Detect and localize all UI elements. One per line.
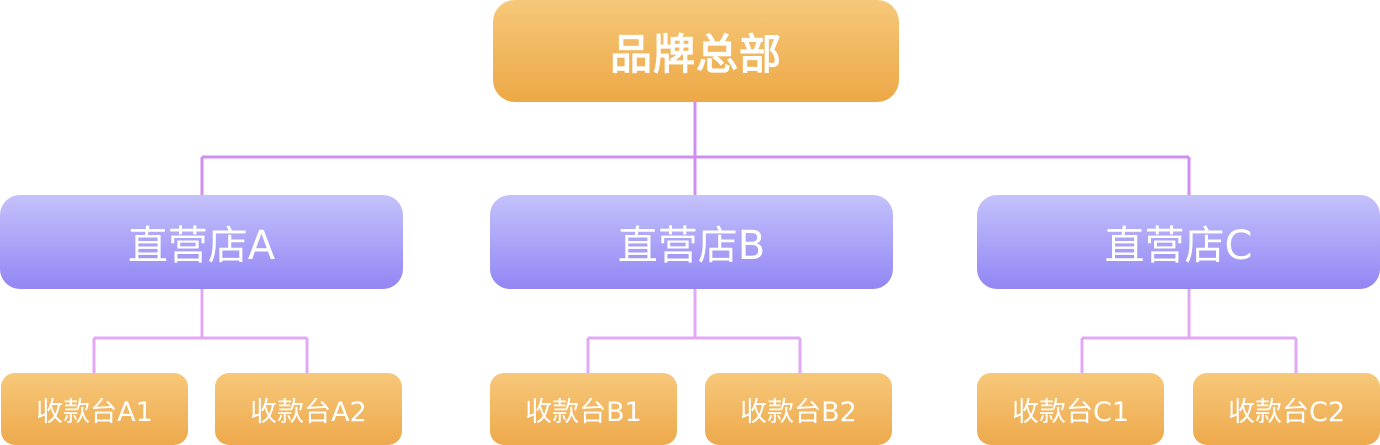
hq-node: 品牌总部 (493, 0, 899, 102)
register-a2-label: 收款台A2 (250, 396, 367, 428)
register-b2-label: 收款台B2 (740, 396, 857, 428)
register-c2-node: 收款台C2 (1193, 373, 1380, 445)
store-b-node: 直营店B (490, 195, 893, 289)
store-c-label: 直营店C (1104, 223, 1253, 269)
register-c1-node: 收款台C1 (977, 373, 1164, 445)
store-a-node: 直营店A (0, 195, 403, 289)
register-b1-label: 收款台B1 (525, 396, 642, 428)
register-a1-label: 收款台A1 (36, 396, 153, 428)
store-c-node: 直营店C (977, 195, 1380, 289)
register-c1-label: 收款台C1 (1011, 396, 1130, 428)
register-c2-label: 收款台C2 (1227, 396, 1346, 428)
store-a-label: 直营店A (127, 223, 276, 269)
register-b1-node: 收款台B1 (490, 373, 677, 445)
store-b-label: 直营店B (617, 223, 766, 269)
register-a2-node: 收款台A2 (215, 373, 402, 445)
register-b2-node: 收款台B2 (705, 373, 892, 445)
hq-label: 品牌总部 (609, 29, 782, 79)
register-a1-node: 收款台A1 (1, 373, 188, 445)
